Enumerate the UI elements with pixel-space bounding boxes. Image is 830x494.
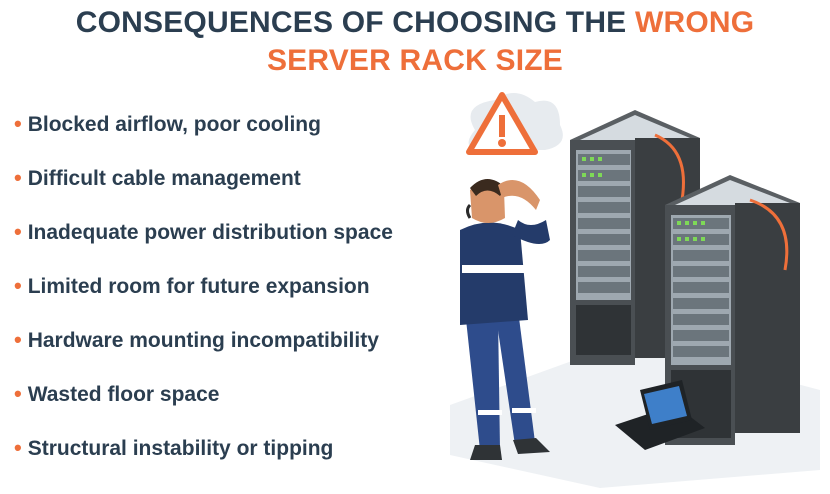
bullet-dot: •	[14, 435, 22, 460]
list-item: •Structural instability or tipping	[14, 434, 393, 488]
bullet-dot: •	[14, 111, 22, 136]
list-item-text: Inadequate power distribution space	[27, 221, 393, 244]
worried-technician	[460, 179, 550, 460]
warning-icon	[466, 92, 563, 155]
title-text: CONSEQUENCES OF CHOOSING THE	[75, 6, 635, 39]
list-item: •Inadequate power distribution space	[14, 218, 393, 272]
list-item: •Wasted floor space	[14, 380, 393, 434]
title-highlight-line2: SERVER RACK SIZE	[266, 44, 564, 77]
list-item-text: Hardware mounting incompatibility	[27, 329, 379, 352]
page-title: CONSEQUENCES OF CHOOSING THE WRONG SERVE…	[0, 4, 830, 80]
list-item-text: Blocked airflow, poor cooling	[27, 113, 321, 136]
list-item-text: Wasted floor space	[27, 383, 220, 406]
title-highlight: WRONG	[634, 6, 755, 39]
list-item: •Blocked airflow, poor cooling	[14, 110, 393, 164]
bullet-dot: •	[14, 219, 22, 244]
laptop-icon	[615, 380, 705, 450]
server-rack-icon	[570, 110, 700, 365]
bullet-dot: •	[14, 273, 22, 298]
list-item: •Hardware mounting incompatibility	[14, 326, 393, 380]
list-item: •Difficult cable management	[14, 164, 393, 218]
consequence-list: •Blocked airflow, poor cooling •Difficul…	[14, 110, 393, 488]
bullet-dot: •	[14, 381, 22, 406]
list-item-text: Structural instability or tipping	[27, 437, 334, 460]
bullet-dot: •	[14, 327, 22, 352]
list-item-text: Difficult cable management	[27, 167, 301, 190]
bullet-dot: •	[14, 165, 22, 190]
list-item: •Limited room for future expansion	[14, 272, 393, 326]
server-rack-illustration	[450, 92, 820, 488]
list-item-text: Limited room for future expansion	[27, 275, 370, 298]
